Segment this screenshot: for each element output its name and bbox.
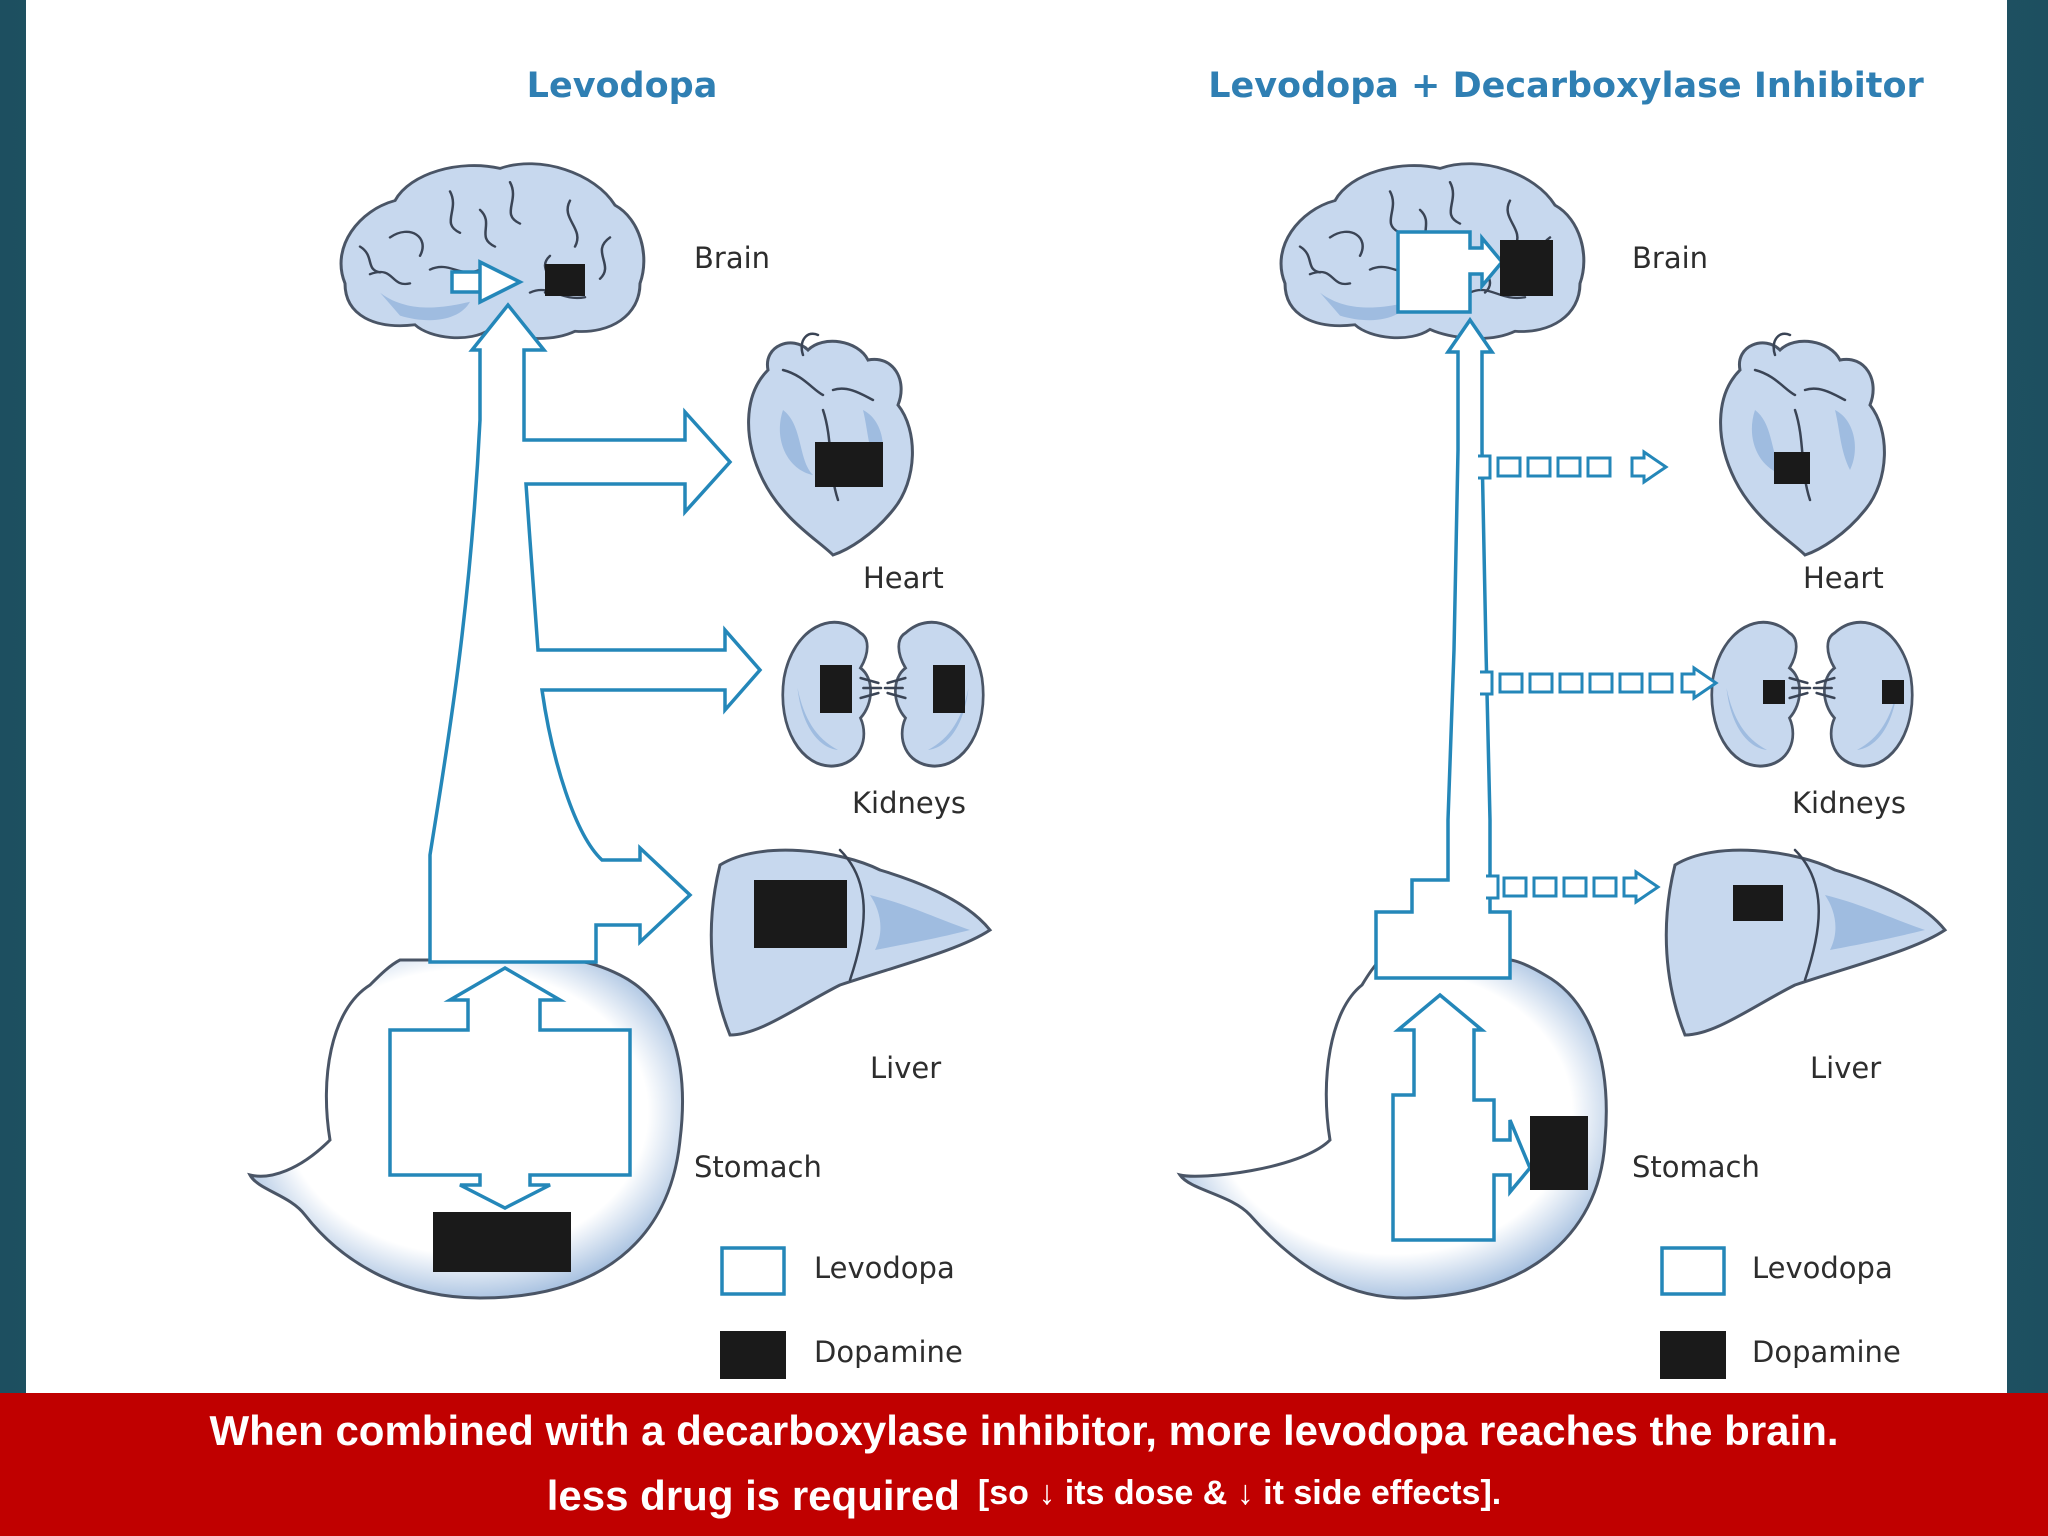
reduced-flow-kidneys (1480, 665, 1719, 701)
label-kidneys: Kidneys (1792, 786, 1906, 820)
label-liver: Liver (1810, 1051, 1881, 1085)
dopamine-heart (1774, 452, 1810, 484)
label-heart: Heart (863, 561, 944, 595)
legend-levodopa-label: Levodopa (1752, 1251, 1893, 1285)
reduced-flow-heart (1478, 449, 1669, 485)
label-kidneys: Kidneys (852, 786, 966, 820)
dopamine-liver (1733, 885, 1783, 921)
levodopa-brain-arrowhead (478, 259, 524, 305)
label-brain: Brain (1632, 241, 1708, 275)
levodopa-stomach-arrow (1391, 992, 1533, 1242)
dopamine-liver (754, 880, 847, 948)
brain-illustration (339, 162, 646, 340)
legend-levodopa-label: Levodopa (814, 1251, 955, 1285)
legend-dopamine-label: Dopamine (1752, 1335, 1901, 1369)
legend-dopamine-swatch (720, 1331, 786, 1379)
liver-illustration (709, 848, 992, 1037)
dopamine-kidney-left (820, 665, 852, 713)
caption-line-2: less drug is required [so ↓ its dose & ↓ … (0, 1465, 2048, 1534)
dopamine-stomach (433, 1212, 571, 1272)
dopamine-kidney-left (1763, 680, 1785, 704)
heart-illustration (1719, 332, 1886, 557)
dopamine-stomach (1530, 1116, 1588, 1190)
label-stomach: Stomach (1632, 1150, 1760, 1184)
caption-main-text: less drug is required (546, 1472, 960, 1519)
dopamine-kidney-right (1882, 680, 1904, 704)
label-stomach: Stomach (694, 1150, 822, 1184)
dopamine-kidney-right (933, 665, 965, 713)
legend-levodopa-swatch (1660, 1246, 1726, 1296)
diagram: Levodopa Brain Heart Kidneys Liver Stoma… (247, 66, 1947, 1379)
label-heart: Heart (1803, 561, 1884, 595)
label-liver: Liver (870, 1051, 941, 1085)
legend-levodopa-swatch (720, 1246, 786, 1296)
levodopa-stomach-box (388, 965, 632, 1210)
caption-line-1: When combined with a decarboxylase inhib… (209, 1407, 1839, 1454)
panel-title: Levodopa (527, 66, 718, 106)
dopamine-brain (545, 264, 585, 296)
panel-levodopa-inhibitor: Levodopa + Decarboxylase Inhibitor (1176, 66, 1947, 1379)
label-brain: Brain (694, 241, 770, 275)
dopamine-brain (1500, 240, 1553, 296)
levodopa-brain-box (1396, 230, 1505, 314)
legend-dopamine-label: Dopamine (814, 1335, 963, 1369)
levodopa-brain-arrow (450, 270, 484, 294)
panel-levodopa: Levodopa Brain Heart Kidneys Liver Stoma… (247, 66, 992, 1379)
legend-dopamine-swatch (1660, 1331, 1726, 1379)
reduced-flow-liver (1486, 869, 1661, 905)
caption-note-text: [so ↓ its dose & ↓ it side effects]. (977, 1474, 1502, 1512)
liver-illustration (1664, 848, 1947, 1037)
dopamine-heart (815, 442, 883, 487)
caption-bar: When combined with a decarboxylase inhib… (0, 1393, 2048, 1536)
panel-title: Levodopa + Decarboxylase Inhibitor (1208, 66, 1924, 106)
levodopa-flow-arrows (428, 302, 763, 964)
